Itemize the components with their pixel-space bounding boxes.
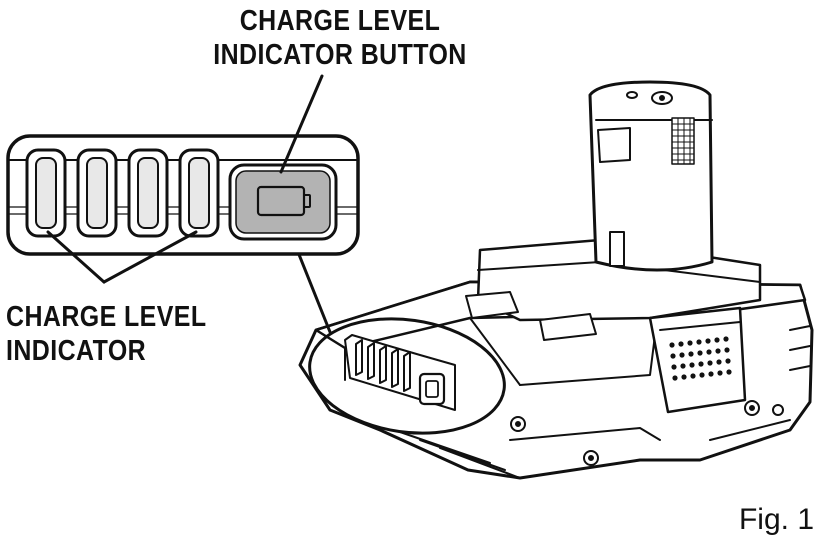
terminal-contacts: [669, 336, 732, 381]
battery-pack: [298, 80, 814, 480]
charge-level-button: [228, 163, 338, 241]
terminal-block: [648, 306, 747, 414]
charge-level-indicator-label: CHARGE LEVEL INDICATOR: [6, 300, 230, 368]
inset-connector-line: [296, 250, 332, 334]
pack-indicator-panel: [344, 334, 456, 411]
callout-line: INDICATOR BUTTON: [213, 39, 467, 71]
callout-line: CHARGE LEVEL: [239, 5, 441, 37]
inset-enlargement: [6, 134, 360, 256]
charge-level-indicator-button-label: CHARGE LEVEL INDICATOR BUTTON: [194, 4, 486, 72]
led-slot: [25, 148, 67, 238]
highlight-ellipse: [308, 317, 506, 435]
button-leader-line: [279, 74, 324, 174]
callout-line: CHARGE LEVEL: [6, 301, 207, 333]
battery-tower: [588, 80, 714, 272]
led-slot: [178, 148, 220, 238]
led-slot: [76, 148, 118, 238]
indicator-leader-line-right: [102, 230, 198, 284]
callout-line: INDICATOR: [6, 335, 147, 367]
figure-label: Fig. 1: [738, 503, 814, 536]
led-slot: [127, 148, 169, 238]
battery-icon: [256, 185, 311, 217]
indicator-leader-line-left: [46, 230, 106, 284]
